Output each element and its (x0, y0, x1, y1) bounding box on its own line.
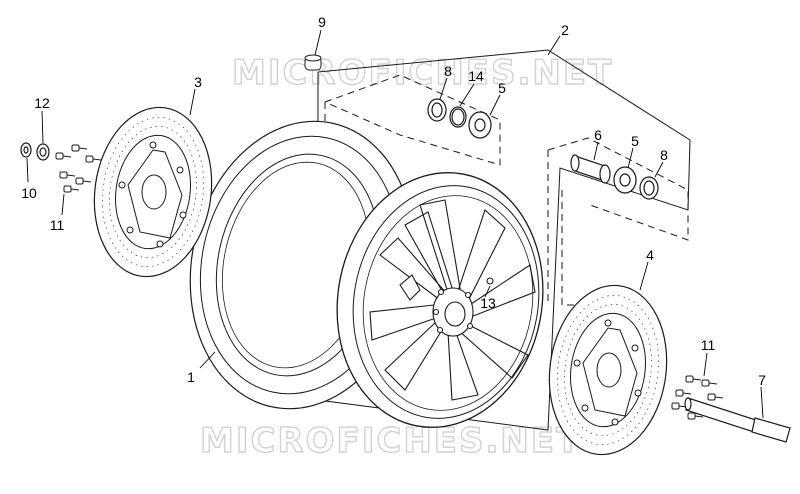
callout-6: 6 (594, 127, 602, 143)
callout-11-left: 11 (50, 217, 65, 233)
circlip-14 (449, 106, 467, 128)
spacer-6 (570, 154, 611, 184)
callout-13: 13 (480, 295, 496, 311)
callout-4: 4 (646, 247, 654, 263)
wheel-rim (336, 172, 544, 428)
bearing-5-lower (613, 166, 637, 194)
callout-2: 2 (561, 22, 569, 38)
callout-8-upper: 8 (444, 63, 452, 79)
seal-8-upper (427, 98, 447, 122)
callout-11-right: 11 (701, 337, 716, 353)
leader-lines (26, 29, 764, 419)
right-brake-disc (548, 284, 668, 456)
seal-8-lower (639, 176, 659, 200)
callout-7: 7 (758, 372, 766, 388)
bearing-5-upper (468, 111, 492, 139)
nut-10 (20, 142, 32, 158)
left-brake-disc (93, 106, 213, 278)
callout-10: 10 (21, 185, 37, 201)
washer-12 (36, 143, 50, 161)
callout-14: 14 (468, 68, 484, 84)
disc-bolts-left (55, 144, 102, 193)
watermark-top: MICROFICHES.NET (232, 53, 613, 93)
wheel-hub (399, 274, 494, 337)
callout-1: 1 (187, 369, 195, 385)
wheel-axle-7 (684, 397, 791, 443)
callout-5-lower: 5 (631, 133, 639, 149)
watermark-bottom: MICROFICHES.NET (200, 421, 581, 461)
wheel-spokes (369, 199, 536, 401)
callout-8-lower: 8 (660, 147, 668, 163)
callout-5-upper: 5 (498, 80, 506, 96)
spacer-9 (304, 54, 322, 71)
callout-12: 12 (34, 95, 50, 111)
callout-9: 9 (318, 14, 326, 30)
callout-3: 3 (194, 74, 202, 90)
